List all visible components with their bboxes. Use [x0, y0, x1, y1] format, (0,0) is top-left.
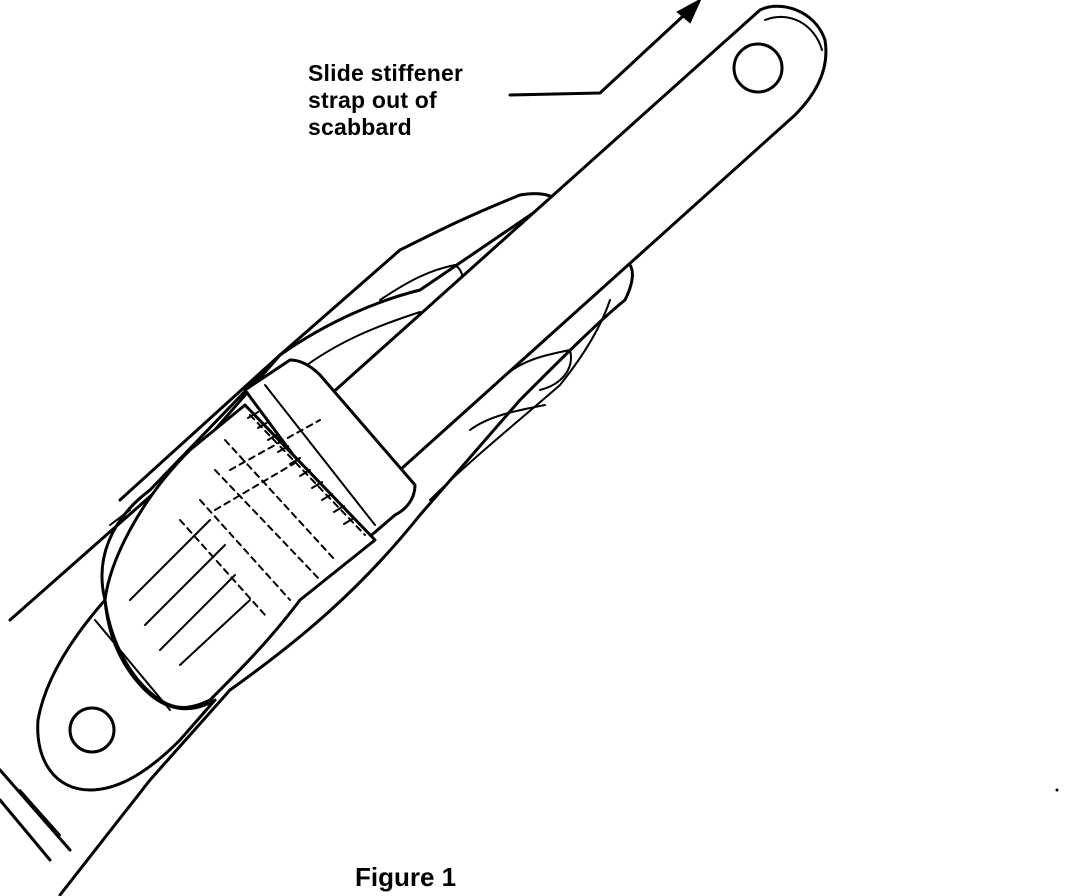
scabbard-collar: [243, 358, 417, 547]
figure-caption: Figure 1: [355, 862, 457, 892]
callout-leader-arrow: [508, 0, 702, 97]
lower-tab-hole: [68, 706, 116, 754]
lower-tab: [36, 598, 217, 792]
strap-top-hole: [732, 42, 784, 94]
callout-line-3: scabbard: [308, 114, 412, 140]
callout-line-1: Slide stiffener: [308, 60, 464, 86]
callout-label: Slide stiffener strap out of scabbard: [308, 60, 463, 141]
stiffener-strap: [328, 4, 828, 472]
knife-grip: [103, 403, 377, 709]
stray-dot: [1055, 788, 1059, 792]
callout-line-2: strap out of: [308, 87, 437, 113]
scabbard-body: [100, 192, 634, 692]
